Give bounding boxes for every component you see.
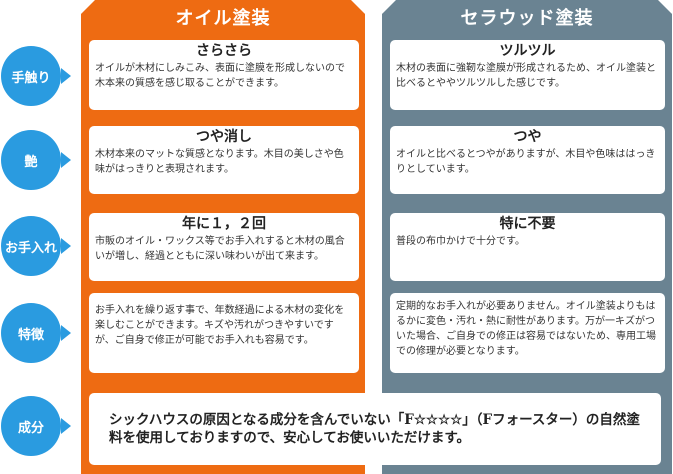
row-label-text: 成分 xyxy=(17,420,44,436)
ceramic-features-cell: 定期的なお手入れが必要ありません。オイル塗装よりもはるかに変色・汚れ・熱に耐性が… xyxy=(390,293,665,373)
oil-maintenance-cell: 年に１，２回 市販のオイル・ワックス等でお手入れすると木材の風合いが増し、経過と… xyxy=(89,213,359,281)
oil-features-cell: お手入れを繰り返す事で、年数経過による木材の変化を楽しむことができます。キズや汚… xyxy=(89,293,359,373)
cell-text: 木材本来のマットな質感となります。木目の美しさや色味がはっきりと表現されます。 xyxy=(95,149,344,175)
cell-text: 木材の表面に強靭な塗膜が形成されるため、オイル塗装と比べるとややツルツルした感じ… xyxy=(396,63,656,89)
row-label-features: 特徴 xyxy=(1,303,61,363)
row-arrow xyxy=(61,238,71,254)
ingredients-cell: シックハウスの原因となる成分を含んでいない「F☆☆☆☆」（Fフォースター）の自然… xyxy=(89,393,661,465)
row-arrow xyxy=(61,68,71,84)
cell-text: お手入れを繰り返す事で、年数経過による木材の変化を楽しむことができます。キズや汚… xyxy=(95,305,345,346)
cell-text: 普段の布巾かけで十分です。 xyxy=(396,236,525,247)
ceramic-column-header: セラウッド塗装 xyxy=(460,8,594,29)
row-label-gloss: 艶 xyxy=(1,130,61,190)
row-label-ingredients: 成分 xyxy=(1,396,61,456)
cell-title: さらさら xyxy=(196,43,252,59)
row-arrow xyxy=(61,418,71,434)
oil-texture-cell: さらさら オイルが木材にしみこみ、表面に塗膜を形成しないので木本来の質感を感じ取… xyxy=(89,40,359,110)
ceramic-maintenance-cell: 特に不要 普段の布巾かけで十分です。 xyxy=(390,213,665,281)
oil-gloss-cell: つや消し 木材本来のマットな質感となります。木目の美しさや色味がはっきりと表現さ… xyxy=(89,126,359,194)
row-label-text: 手触り xyxy=(11,70,51,86)
row-label-text: 特徴 xyxy=(17,327,44,343)
cell-text: 市販のオイル・ワックス等でお手入れすると木材の風合いが増し、経過とともに深い味わ… xyxy=(95,236,345,262)
oil-column-header: オイル塗装 xyxy=(175,8,271,29)
row-arrow xyxy=(61,152,71,168)
ceramic-texture-cell: ツルツル 木材の表面に強靭な塗膜が形成されるため、オイル塗装と比べるとややツルツ… xyxy=(390,40,665,110)
cell-title: 特に不要 xyxy=(499,216,556,232)
cell-title: 年に１，２回 xyxy=(182,216,266,232)
ingredients-text: シックハウスの原因となる成分を含んでいない「F☆☆☆☆」（Fフォースター）の自然… xyxy=(109,412,640,446)
ceramic-gloss-cell: つや オイルと比べるとつやがありますが、木目や色味ははっきりとしています。 xyxy=(390,126,665,194)
cell-title: つや消し xyxy=(196,129,252,145)
row-label-texture: 手触り xyxy=(1,46,61,106)
cell-title: ツルツル xyxy=(499,43,556,59)
row-label-text: 艶 xyxy=(24,154,38,170)
cell-text: 定期的なお手入れが必要ありません。オイル塗装よりもはるかに変色・汚れ・熱に耐性が… xyxy=(396,301,656,357)
cell-text: オイルが木材にしみこみ、表面に塗膜を形成しないので木本来の質感を感じ取ることがで… xyxy=(95,63,345,89)
row-label-text: お手入れ xyxy=(4,240,57,256)
cell-title: つや xyxy=(513,129,542,145)
cell-text: オイルと比べるとつやがありますが、木目や色味ははっきりとしています。 xyxy=(396,149,656,175)
row-label-maintenance: お手入れ xyxy=(1,216,61,276)
row-arrow xyxy=(61,325,71,341)
